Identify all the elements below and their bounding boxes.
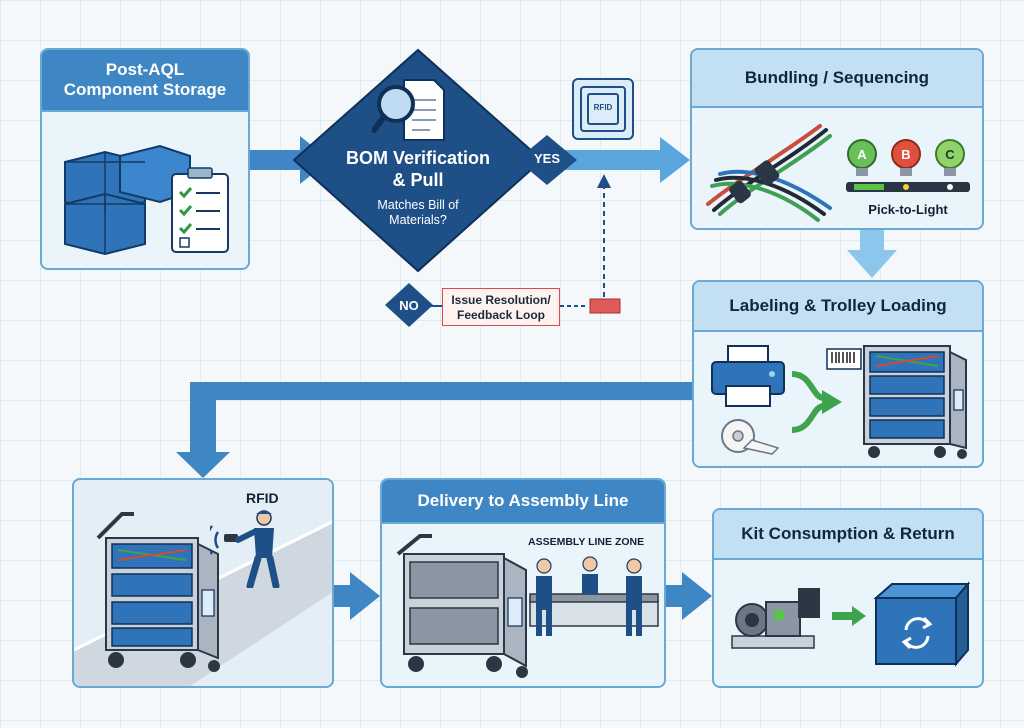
pick-to-light-icon	[846, 139, 970, 192]
bom-title: BOM Verification & Pull	[345, 148, 491, 190]
step-delivery-title: Delivery to Assembly Line	[382, 480, 664, 524]
step-bundling-title: Bundling / Sequencing	[692, 50, 982, 108]
step-delivery-card: Delivery to Assembly Line ASSEMBLY LINE …	[380, 478, 666, 688]
assembled-part-icon	[731, 588, 820, 649]
light-c-label: C	[945, 147, 955, 162]
assembly-zone-label: ASSEMBLY LINE ZONE	[528, 536, 645, 548]
no-diamond	[385, 283, 433, 327]
light-b-label: B	[901, 147, 911, 162]
step-storage-title: Post-AQL Component Storage	[42, 50, 248, 112]
feedback-arrowhead	[597, 174, 611, 188]
yes-diamond	[517, 135, 577, 185]
arrow-labeling-to-rfid	[176, 382, 692, 478]
rfid-label: RFID	[246, 490, 279, 506]
arrow-delivery-to-kit	[666, 572, 712, 620]
worker-scanner-icon	[210, 510, 280, 588]
step-labeling-card: Labeling & Trolley Loading	[692, 280, 984, 468]
merge-arrow-icon	[791, 371, 842, 433]
step-rfid-card: RFID	[72, 478, 334, 688]
barcode-label-icon	[826, 348, 862, 370]
assembly-workers-icon	[529, 556, 659, 636]
step-kit-title: Kit Consumption & Return	[714, 510, 982, 560]
pick-to-light-label: Pick-to-Light	[868, 202, 948, 217]
step-bundling-card: Bundling / Sequencing A B C Pick-to-Ligh…	[690, 48, 984, 230]
return-arrow-icon	[832, 606, 866, 626]
step-kit-card: Kit Consumption & Return	[712, 508, 984, 688]
no-label: NO	[399, 298, 419, 313]
arrow-bundling-to-labeling	[847, 230, 897, 278]
rfid-trolley-icon	[96, 512, 220, 672]
feedback-marker	[589, 298, 621, 314]
rfid-tag-icon: RFID	[572, 78, 634, 140]
rfid-tag-label: RFID	[593, 103, 613, 112]
arrow-rfid-to-delivery	[334, 572, 380, 620]
bom-diamond	[292, 48, 544, 273]
magnifier-document-icon	[372, 79, 445, 141]
label-printer-icon	[711, 345, 785, 455]
light-a-label: A	[857, 147, 867, 162]
bom-question: Matches Bill of Materials?	[377, 198, 459, 227]
issue-resolution-box: Issue Resolution/ Feedback Loop	[442, 288, 560, 326]
delivery-trolley-icon	[396, 534, 528, 678]
recycle-bin-icon	[873, 581, 971, 667]
cable-bundle-icon	[706, 124, 832, 222]
storage-bins-icon	[64, 144, 229, 256]
yes-label: YES	[533, 151, 560, 166]
loaded-trolley-icon	[863, 345, 967, 459]
arrow-yes-to-bundling	[565, 137, 690, 183]
step-labeling-title: Labeling & Trolley Loading	[694, 282, 982, 332]
step-storage-card: Post-AQL Component Storage	[40, 48, 250, 270]
